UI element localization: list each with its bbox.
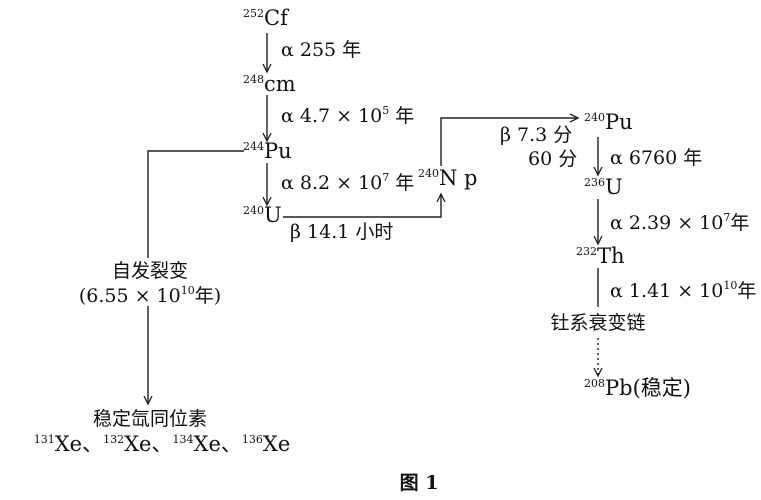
arrow-np240-to-pu240: [440, 118, 578, 166]
nuclide-cm248: 248cm: [243, 72, 296, 96]
xenon-isotope: 134Xe、: [172, 432, 242, 456]
decay-label-u-np: β 14.1 小时: [290, 221, 394, 243]
arrow-u240-to-np240: [283, 194, 441, 218]
xenon-isotope: 131Xe、: [33, 432, 104, 456]
xenon-isotope: 136Xe: [241, 432, 291, 456]
line-pu244-fission-branch: [147, 150, 244, 258]
decay-label-np-pu: β 7.3 分: [500, 124, 573, 146]
decay-label-pu-u: α 8.2 × 107 年: [281, 171, 415, 194]
decay-label-th232-chain: α 1.41 × 1010年: [610, 279, 757, 302]
decay-label-np-pu-alt: 60 分: [528, 148, 578, 170]
nuclide-u236: 236U: [584, 175, 623, 199]
decay-label-pu240-u236: α 6760 年: [610, 147, 703, 169]
spontaneous-fission-label: 自发裂变: [111, 260, 189, 282]
nuclide-np240: 240N p: [418, 166, 478, 190]
xenon-title: 稳定氙同位素: [92, 408, 208, 430]
figure-caption: 图 1: [399, 472, 439, 494]
decay-label-u236-th232: α 2.39 × 107年: [610, 211, 750, 234]
nuclide-pu240: 240Pu: [584, 110, 633, 134]
decay-label-cf-cm: α 255 年: [281, 39, 362, 61]
nuclide-pb208: 208Pb(稳定): [584, 376, 691, 400]
nuclide-cf252: 252Cf: [243, 6, 288, 30]
nuclide-th232: 232Th: [576, 244, 625, 268]
nuclide-pu244: 244Pu: [243, 139, 292, 163]
thorium-chain-label: 钍系衰变链: [550, 312, 646, 334]
decay-label-cm-pu: α 4.7 × 105 年: [281, 104, 415, 127]
xenon-isotopes-list: 131Xe、132Xe、134Xe、136Xe: [34, 434, 291, 455]
nuclide-u240: 240U: [243, 203, 282, 227]
spontaneous-fission-halflife: (6.55 × 1010年): [78, 284, 222, 307]
xenon-isotope: 132Xe、: [103, 432, 173, 456]
